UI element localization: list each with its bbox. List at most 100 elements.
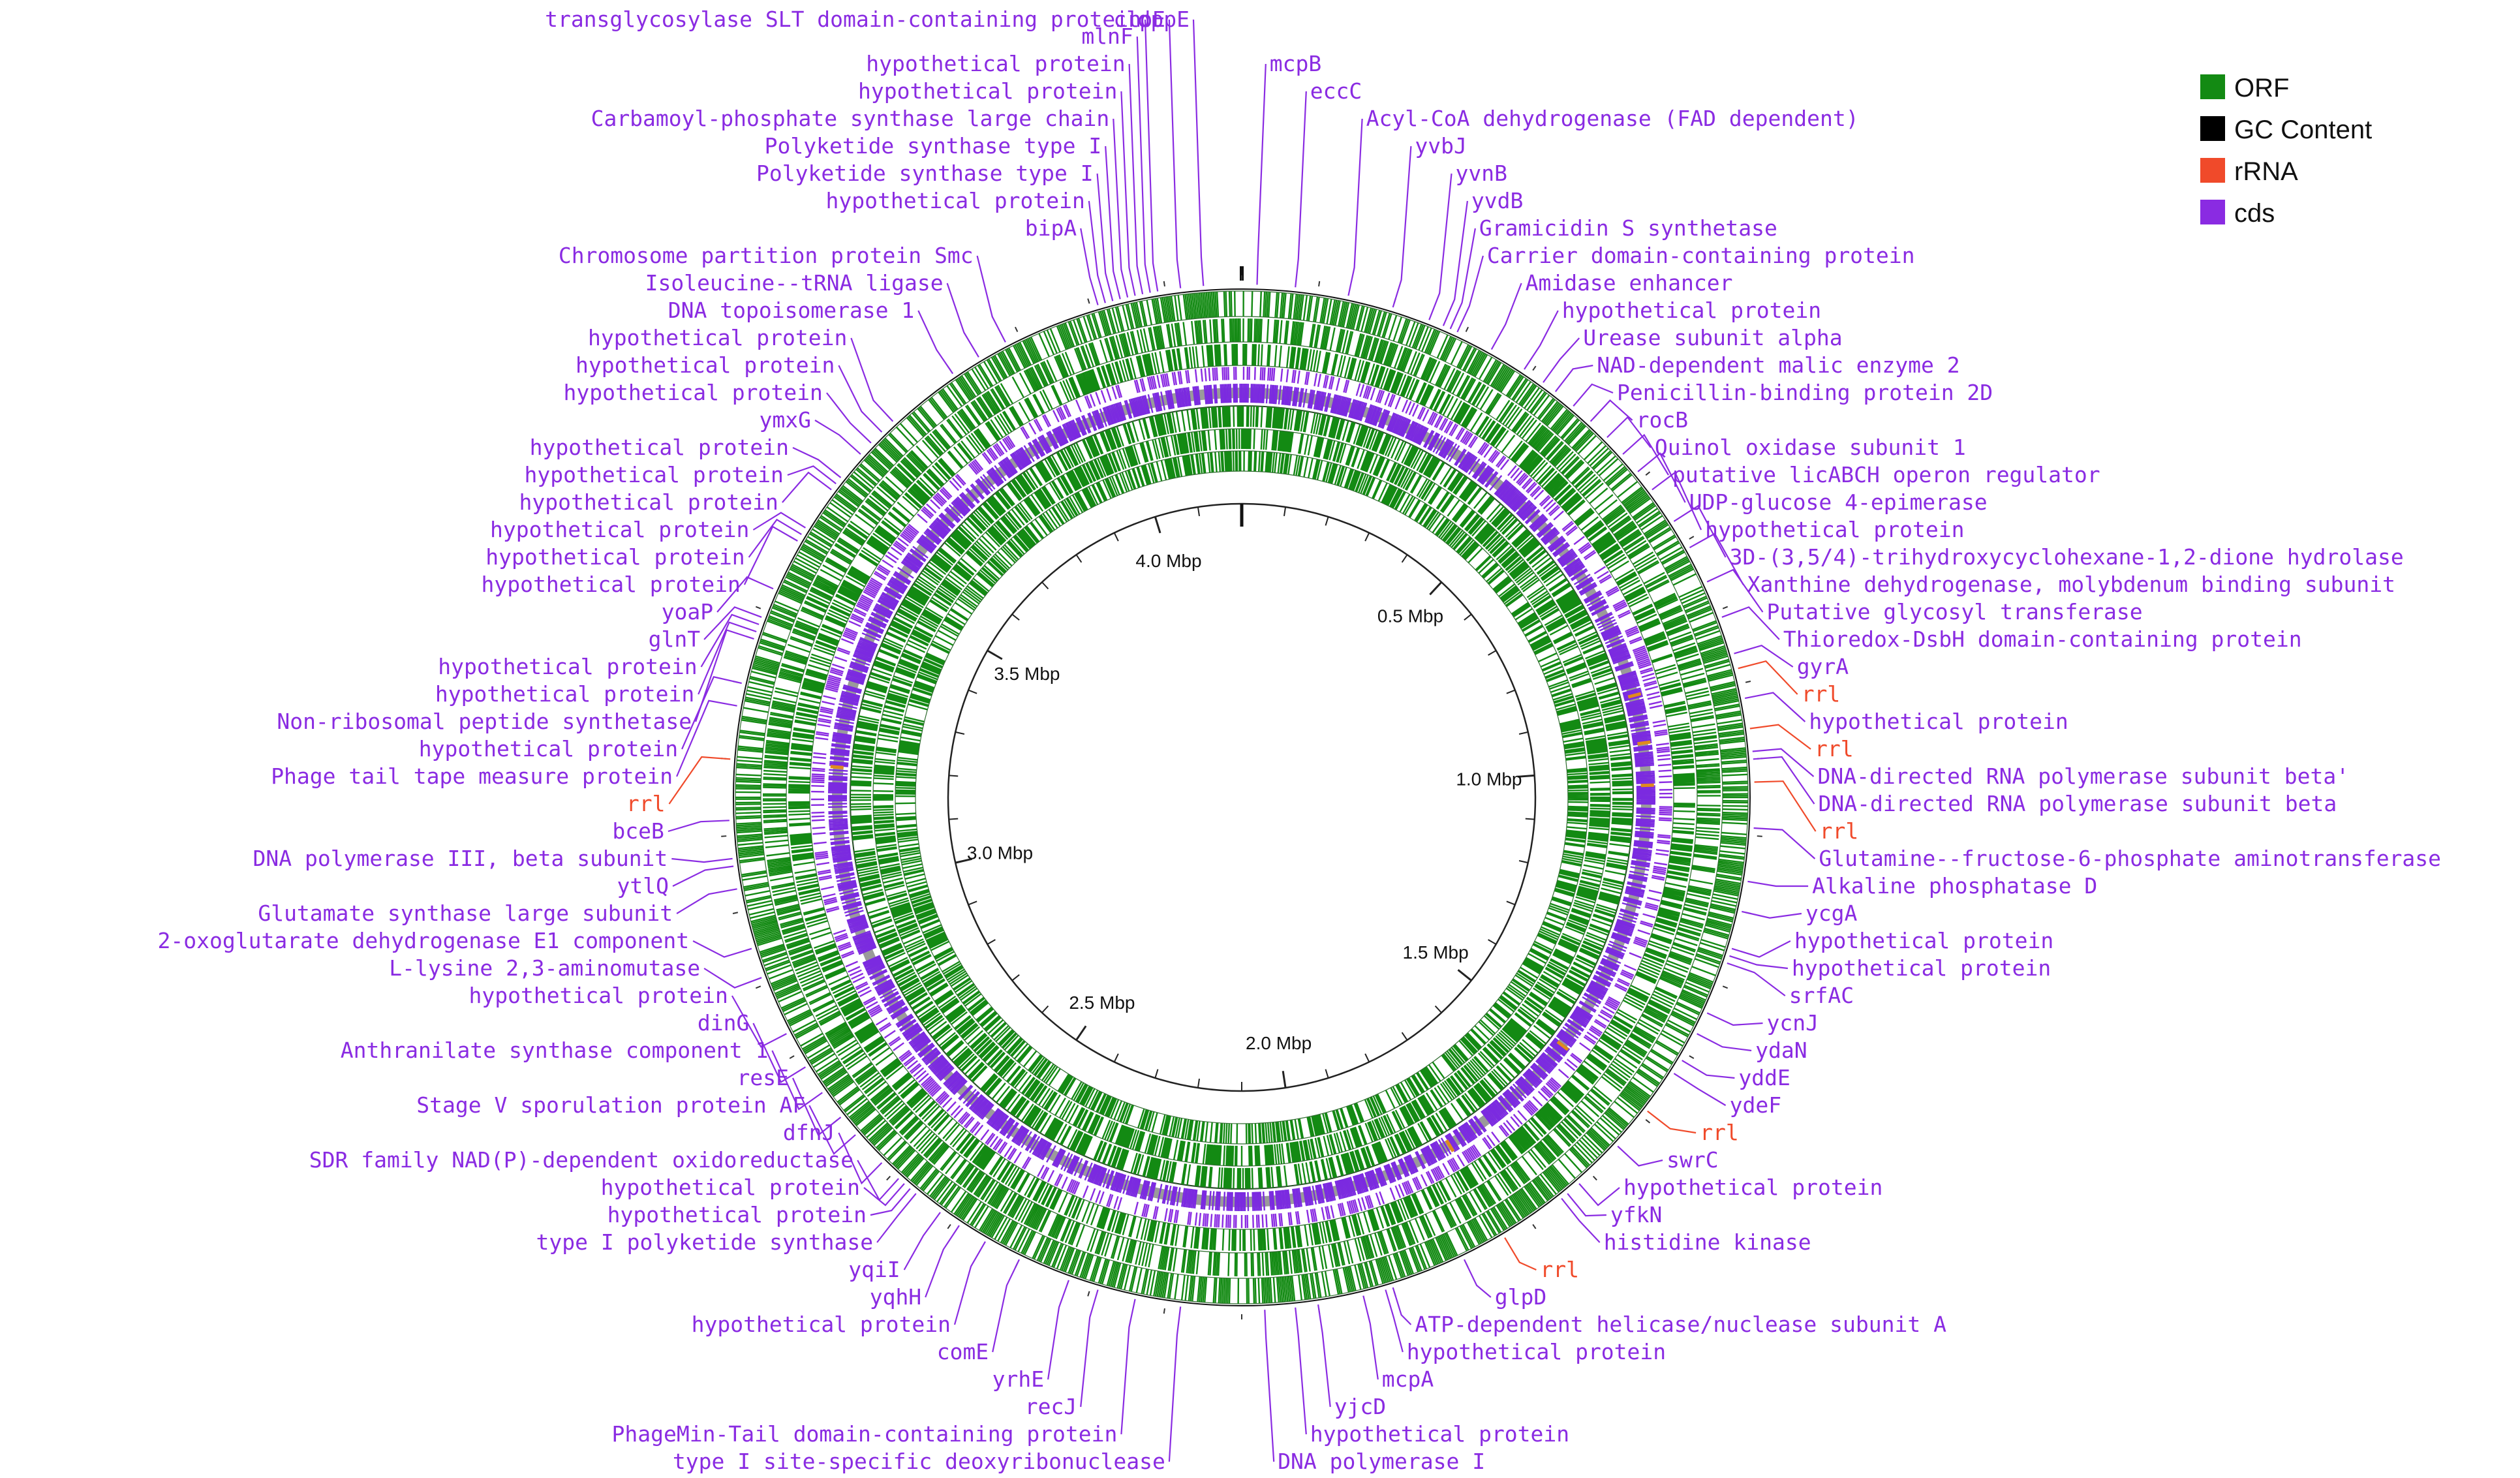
- outer-tick: [1689, 536, 1695, 540]
- gene-label: hypothetical protein: [1310, 1421, 1569, 1447]
- feature-leader-line: [1749, 724, 1811, 750]
- gene-label: hypothetical protein: [519, 489, 778, 515]
- feature-leader-line: [1490, 283, 1522, 350]
- gene-label: yjcD: [1334, 1394, 1386, 1419]
- feature-leader-line: [1504, 1237, 1537, 1271]
- gene-label: PhageMin-Tail domain-containing protein: [612, 1421, 1118, 1447]
- scale-tick: [1325, 516, 1329, 526]
- scale-tick: [1154, 516, 1161, 534]
- orf-track-inner-3-marks: [895, 450, 1589, 1144]
- scale-tick: [968, 689, 977, 694]
- gene-label: rocB: [1636, 407, 1688, 433]
- gene-label: hypothetical protein: [530, 435, 789, 460]
- scale-tick: [1506, 689, 1516, 694]
- gene-label: Isoleucine--tRNA ligase: [645, 270, 944, 296]
- scale-label: 2.0 Mbp: [1246, 1033, 1312, 1053]
- feature-leader-line: [1652, 471, 1702, 531]
- gene-label: bceB: [612, 818, 664, 844]
- scale-tick: [1457, 969, 1472, 981]
- scale-label: 1.0 Mbp: [1456, 769, 1522, 790]
- scale-tick: [1525, 818, 1535, 820]
- feature-leader-line: [771, 1050, 823, 1111]
- feature-leader-line: [1120, 91, 1136, 296]
- cds-track-inner-marks: [827, 383, 1656, 1212]
- feature-leader-line: [782, 471, 832, 503]
- legend-label-rrna: rRNA: [2234, 157, 2298, 186]
- scale-tick: [1041, 581, 1049, 590]
- track-border-0: [735, 290, 1749, 1304]
- gene-label: srfAC: [1789, 983, 1854, 1008]
- gene-label: hypothetical protein: [564, 380, 823, 405]
- outer-tick: [1689, 1055, 1695, 1059]
- feature-leader-line: [1561, 1197, 1601, 1243]
- gene-label: type I site-specific deoxyribonuclease: [673, 1449, 1165, 1474]
- feature-leader-line: [1449, 228, 1476, 330]
- outer-tick: [755, 985, 761, 989]
- outer-tick: [1087, 1291, 1090, 1297]
- feature-leader-line: [752, 1023, 806, 1083]
- scale-tick: [1488, 939, 1497, 945]
- feature-leader-line: [703, 606, 762, 640]
- cds-track-inner: [827, 383, 1656, 1212]
- gene-label: DNA-directed RNA polymerase subunit beta: [1819, 791, 2337, 816]
- track-border-5: [872, 428, 1611, 1167]
- rrna-label: rrl: [1815, 736, 1854, 762]
- scale-tick: [949, 775, 959, 777]
- gene-label: DNA polymerase III, beta subunit: [253, 846, 668, 871]
- rrna-mark: [1640, 783, 1654, 788]
- gene-label: Carbamoyl-phosphate synthase large chain: [591, 106, 1110, 131]
- scale-tick: [987, 939, 996, 945]
- gene-label: yvdB: [1471, 188, 1523, 213]
- feature-leader-line: [953, 1241, 986, 1325]
- scale-label: 0.5 Mbp: [1377, 606, 1443, 626]
- outer-tick: [1532, 365, 1537, 371]
- legend-label-gc-content: GC Content: [2234, 115, 2372, 144]
- scale-tick: [1434, 1005, 1442, 1013]
- gene-label: yrhE: [992, 1366, 1044, 1392]
- feature-leader-line: [791, 1077, 842, 1137]
- gene-label: dppE: [1138, 7, 1190, 32]
- feature-leader-line: [826, 392, 872, 444]
- rrna-mark: [1556, 1040, 1569, 1051]
- feature-leader-line: [1524, 310, 1559, 370]
- feature-leader-line: [1573, 383, 1614, 407]
- feature-leader-line: [857, 1160, 899, 1201]
- orf-track-inner-2: [872, 428, 1611, 1166]
- scale-tick: [1011, 974, 1020, 981]
- feature-leader-line: [792, 447, 842, 478]
- feature-leader-line: [925, 1225, 960, 1298]
- gene-label: Gramicidin S synthetase: [1479, 215, 1777, 241]
- feature-leader-line: [1047, 1280, 1069, 1380]
- gene-label: hypothetical protein: [1705, 517, 1964, 542]
- gene-label: hypothetical protein: [826, 188, 1085, 213]
- scale-tick: [1364, 1053, 1370, 1062]
- outer-tick: [886, 1175, 891, 1181]
- feature-leader-line: [1264, 1310, 1275, 1462]
- gene-label: yvnB: [1456, 161, 1507, 186]
- feature-leader-line: [1747, 880, 1809, 887]
- gene-label: hypothetical protein: [490, 517, 749, 542]
- feature-leader-line: [1295, 1307, 1307, 1435]
- orf-track-inner-3: [895, 450, 1589, 1144]
- feature-leader-line: [672, 865, 734, 887]
- feature-leader-line: [1753, 827, 1816, 859]
- feature-leader-line: [1080, 228, 1099, 305]
- feature-leader-line: [1168, 19, 1182, 288]
- gene-label: DNA topoisomerase 1: [668, 298, 915, 323]
- gene-label: bipA: [1025, 215, 1077, 241]
- scale-tick: [1113, 1053, 1119, 1062]
- gene-label: hypothetical protein: [858, 78, 1117, 104]
- gene-label: Quinol oxidase subunit 1: [1655, 435, 1966, 460]
- feature-leader-line: [1256, 63, 1267, 285]
- gene-label: yvbJ: [1415, 133, 1466, 159]
- scale-tick: [1488, 650, 1497, 656]
- gene-label: type I polyketide synthase: [536, 1229, 874, 1255]
- scale-tick: [1075, 554, 1083, 563]
- feature-leader-line: [1347, 118, 1363, 296]
- gene-label: hypothetical protein: [1792, 955, 2051, 981]
- outer-tick: [1014, 326, 1019, 332]
- legend-label-orf: ORF: [2234, 74, 2289, 102]
